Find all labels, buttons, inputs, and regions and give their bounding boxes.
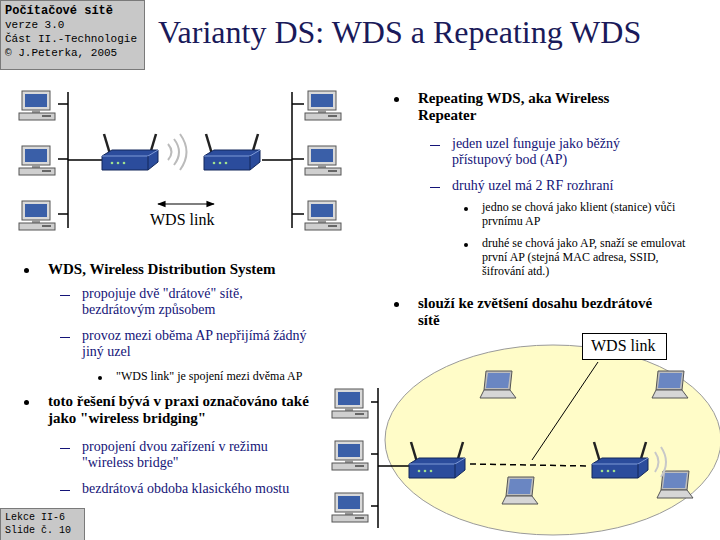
dot-bullet bbox=[24, 400, 29, 405]
laptop-icon bbox=[652, 371, 688, 398]
dash-bullet bbox=[60, 337, 70, 338]
laptop-icon bbox=[502, 477, 538, 504]
bullet-text: propojuje dvě "drátové" sítě, bezdrátový… bbox=[82, 286, 312, 318]
computer-icon bbox=[305, 146, 341, 175]
callout-box: WDS link bbox=[582, 333, 667, 360]
header-box: Počítačové sítěverze 3.0Část II.-Technol… bbox=[0, 0, 145, 70]
bullet-text: toto řešení bývá v praxi označováno také… bbox=[48, 393, 320, 428]
footer-box: Lekce II-6Slide č. 10 bbox=[0, 508, 85, 540]
dash-bullet bbox=[60, 490, 70, 491]
wired-lan-right bbox=[262, 92, 304, 228]
bullet-text: bezdrátová obdoba klasického mostu bbox=[82, 481, 322, 497]
computer-icon bbox=[19, 201, 55, 230]
bullet-text: slouží ke zvětšení dosahu bezdrátové sít… bbox=[418, 295, 668, 330]
computer-icon bbox=[19, 91, 55, 120]
dash-bullet bbox=[430, 145, 440, 146]
bullet-text: propojení dvou zařízení v režimu "wirele… bbox=[82, 439, 310, 471]
wired-lan-bottom bbox=[371, 388, 410, 528]
box-text: Slide č. 10 bbox=[5, 525, 80, 538]
box-text: Část II.-Technologie bbox=[5, 33, 140, 47]
dash-bullet bbox=[430, 187, 440, 188]
leader-line bbox=[532, 362, 598, 460]
wds-link-arrow bbox=[158, 203, 214, 204]
dash-bullet bbox=[60, 295, 70, 296]
box-text: Lekce II-6 bbox=[5, 512, 80, 525]
box-text: Počítačové sítě bbox=[5, 4, 140, 19]
radio-waves bbox=[168, 134, 187, 170]
computer-icon bbox=[332, 493, 368, 522]
dot-bullet bbox=[394, 302, 399, 307]
computer-icon bbox=[305, 91, 341, 120]
access-point-icon bbox=[102, 134, 158, 170]
access-point-icon bbox=[204, 134, 260, 170]
link-label: WDS link bbox=[150, 211, 214, 229]
computer-icon bbox=[332, 441, 368, 470]
box-text: WDS link bbox=[591, 337, 658, 355]
box-text: verze 3.0 bbox=[5, 19, 140, 33]
bullet-text: druhý uzel má 2 RF rozhraní bbox=[452, 178, 682, 194]
bullet-text: jedno se chová jako klient (stanice) vůč… bbox=[482, 201, 687, 229]
bullet-text: WDS, Wireless Distribution System bbox=[48, 261, 348, 278]
coverage-area bbox=[385, 345, 720, 535]
dot-bullet bbox=[394, 97, 399, 102]
wds-link-dashed bbox=[470, 464, 588, 466]
laptop-icon bbox=[480, 371, 516, 398]
wired-lan-left bbox=[58, 92, 102, 228]
dot-bullet bbox=[24, 268, 29, 273]
access-point-icon bbox=[409, 442, 465, 478]
slide-title: Varianty DS: WDS a Repeating WDS bbox=[158, 14, 641, 51]
bullet-text: Repeating WDS, aka Wireless Repeater bbox=[418, 90, 643, 125]
bullet-text: provoz mezi oběma AP nepřijímá žádný jin… bbox=[82, 328, 312, 360]
box-text: © J.Peterka, 2005 bbox=[5, 47, 140, 61]
bullet-text: "WDS link" je spojení mezi dvěma AP bbox=[116, 370, 356, 384]
dot-bullet bbox=[464, 243, 468, 247]
computer-icon bbox=[305, 201, 341, 230]
dot-bullet bbox=[98, 376, 102, 380]
bullet-text: jeden uzel funguje jako běžný přístupový… bbox=[452, 136, 657, 168]
radio-waves bbox=[655, 447, 666, 477]
repeater-icon bbox=[592, 442, 648, 478]
computer-icon bbox=[19, 146, 55, 175]
bullet-text: druhé se chová jako AP, snaží se emulova… bbox=[482, 237, 687, 278]
computer-icon bbox=[332, 389, 368, 418]
dash-bullet bbox=[60, 448, 70, 449]
dot-bullet bbox=[464, 207, 468, 211]
